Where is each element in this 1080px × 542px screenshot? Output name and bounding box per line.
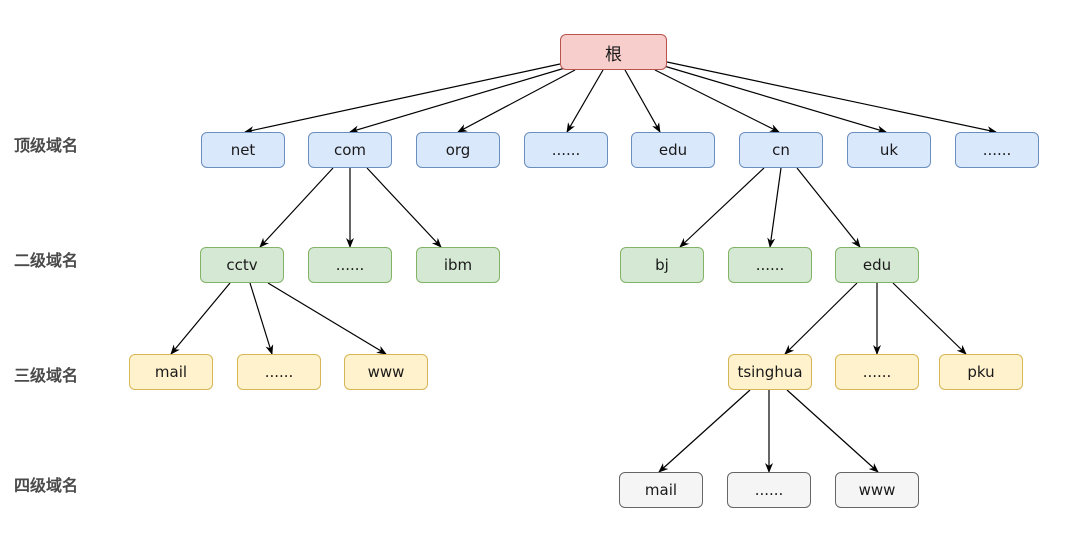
node-com: com [308, 132, 392, 168]
edge-cctv-www [267, 282, 387, 355]
edge-cn-edu [796, 167, 861, 248]
node-edu-cn: edu [835, 247, 919, 283]
edge-root-ellipsis2 [666, 61, 997, 135]
node-uk: uk [847, 132, 931, 168]
node-top-ellipsis-2: ...... [955, 132, 1039, 168]
edge-edu-pku [892, 282, 967, 355]
node-cn: cn [739, 132, 823, 168]
node-org: org [416, 132, 500, 168]
edge-edu-tsinghua [784, 282, 858, 355]
node-mail-tsinghua: mail [619, 472, 703, 508]
edge-com-ibm [366, 167, 442, 248]
edge-cn-bj [679, 167, 765, 248]
level-label-second: 二级域名 [14, 251, 79, 270]
node-www-tsinghua: www [835, 472, 919, 508]
node-www-cctv: www [344, 354, 428, 390]
edge-root-edu [624, 69, 661, 133]
edge-root-net [244, 63, 561, 135]
node-cn-ellipsis: ...... [728, 247, 812, 283]
node-pku: pku [939, 354, 1023, 390]
edge-com-cctv [259, 167, 334, 248]
node-com-ellipsis: ...... [308, 247, 392, 283]
level-label-fourth: 四级域名 [14, 476, 79, 495]
node-ibm: ibm [416, 247, 500, 283]
node-tsinghua-ellipsis: ...... [727, 472, 811, 508]
edge-root-org [457, 69, 576, 133]
node-edu-top: edu [631, 132, 715, 168]
edge-tsinghua-mail [658, 389, 751, 473]
edge-root-uk [663, 65, 887, 134]
edge-tsinghua-www [786, 389, 879, 473]
node-cctv: cctv [200, 247, 284, 283]
edge-root-cn [654, 69, 780, 133]
edge-cn-ellipsis [767, 167, 782, 248]
node-bj: bj [620, 247, 704, 283]
node-net: net [201, 132, 285, 168]
level-label-top: 顶级域名 [14, 136, 79, 155]
node-root: 根 [560, 34, 667, 70]
edge-cctv-ellipsis [249, 282, 274, 355]
node-cctv-ellipsis: ...... [237, 354, 321, 390]
edge-root-com [349, 67, 566, 134]
node-top-ellipsis-1: ...... [524, 132, 608, 168]
node-tsinghua: tsinghua [728, 354, 812, 390]
level-label-third: 三级域名 [14, 366, 79, 385]
node-edu-ellipsis: ...... [835, 354, 919, 390]
node-mail-cctv: mail [129, 354, 213, 390]
edge-root-ellipsis1 [566, 69, 604, 133]
edge-cctv-mail [170, 282, 231, 355]
